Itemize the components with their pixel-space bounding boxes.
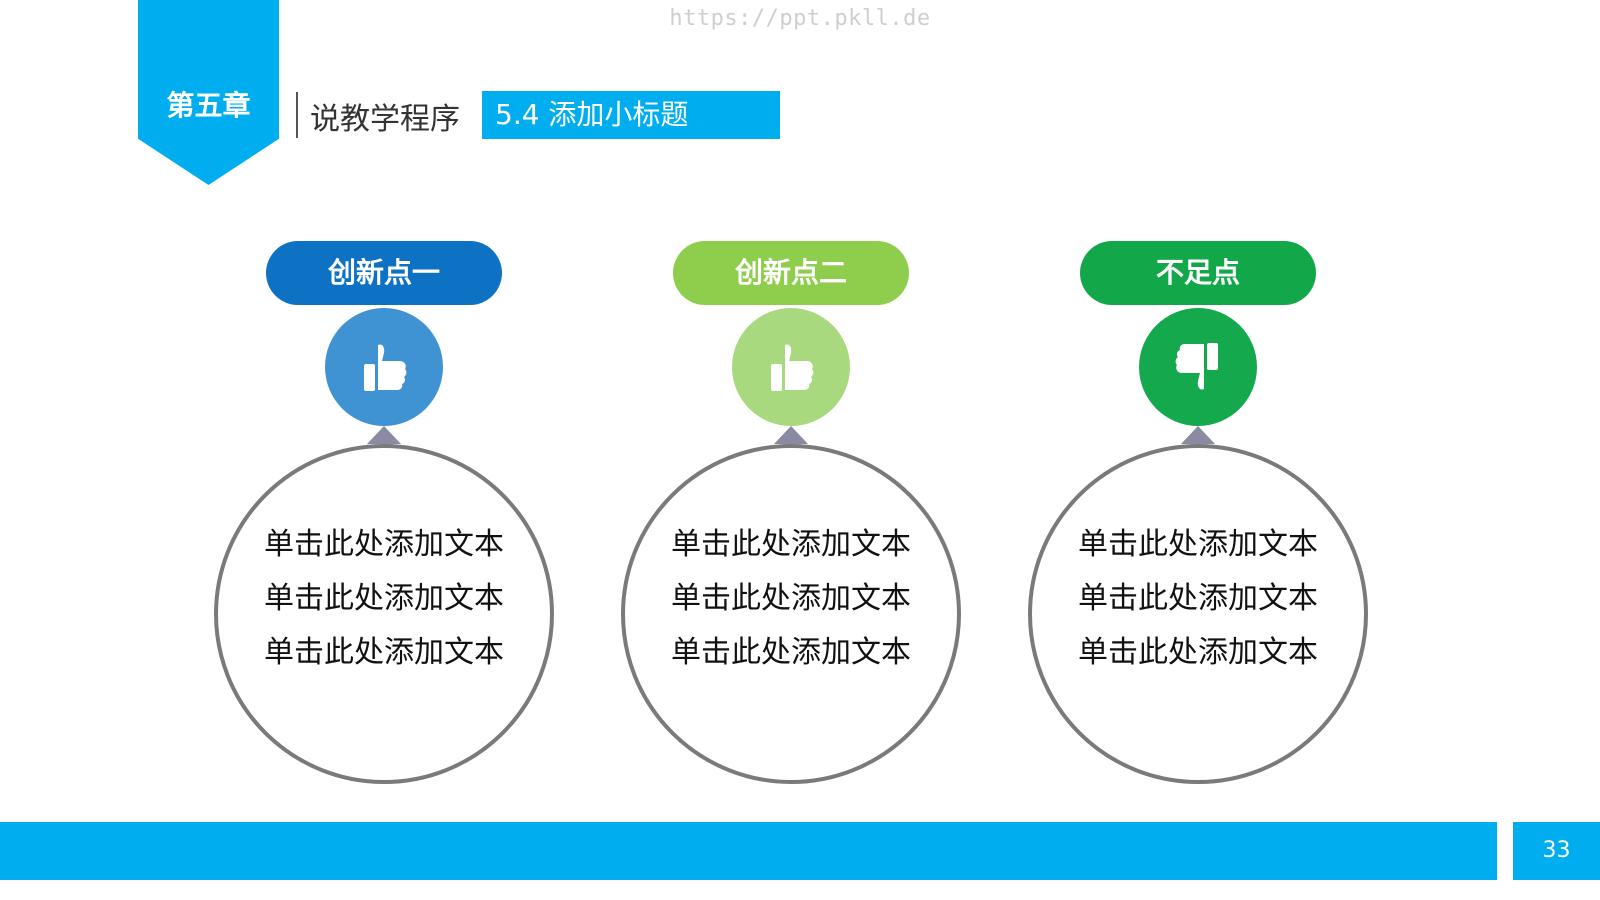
card-innovation-2: 创新点二 单击此处添加文本 单击此处添加文本 单击此处添加文本 <box>617 0 977 800</box>
content-text-line: 单击此处添加文本 <box>671 527 911 562</box>
thumbs-down-icon <box>1175 343 1218 390</box>
content-circle: 单击此处添加文本 单击此处添加文本 单击此处添加文本 <box>1028 444 1368 784</box>
content-text-line: 单击此处添加文本 <box>264 527 504 562</box>
content-text-line: 单击此处添加文本 <box>264 581 504 616</box>
content-text-line: 单击此处添加文本 <box>1078 635 1318 670</box>
thumbs-up-icon <box>771 344 814 391</box>
thumbs-up-icon <box>364 344 407 391</box>
watermark-url: https://ppt.pkll.de <box>669 6 931 31</box>
content-text-line: 单击此处添加文本 <box>1078 581 1318 616</box>
content-circle: 单击此处添加文本 单击此处添加文本 单击此处添加文本 <box>214 444 554 784</box>
icon-circle <box>1139 308 1257 426</box>
icon-circle <box>732 308 850 426</box>
card-label-pill: 不足点 <box>1080 241 1316 305</box>
pointer-triangle <box>774 426 808 444</box>
page-number: 33 <box>1513 822 1600 880</box>
content-circle: 单击此处添加文本 单击此处添加文本 单击此处添加文本 <box>621 444 961 784</box>
content-text-line: 单击此处添加文本 <box>1078 527 1318 562</box>
card-innovation-1: 创新点一 单击此处添加文本 单击此处添加文本 单击此处添加文本 <box>210 0 570 800</box>
section-title: 说教学程序 <box>310 102 460 137</box>
pointer-triangle <box>367 426 401 444</box>
card-label-pill: 创新点一 <box>266 241 502 305</box>
footer-bar <box>0 822 1497 880</box>
content-text-line: 单击此处添加文本 <box>264 635 504 670</box>
content-text-line: 单击此处添加文本 <box>671 581 911 616</box>
pointer-triangle <box>1181 426 1215 444</box>
title-divider <box>296 92 298 138</box>
card-shortcoming: 不足点 单击此处添加文本 单击此处添加文本 单击此处添加文本 <box>1024 0 1384 800</box>
chapter-label: 第五章 <box>166 89 251 122</box>
icon-circle <box>325 308 443 426</box>
subtitle-box: 5.4 添加小标题 <box>482 91 780 139</box>
card-label-pill: 创新点二 <box>673 241 909 305</box>
content-text-line: 单击此处添加文本 <box>671 635 911 670</box>
